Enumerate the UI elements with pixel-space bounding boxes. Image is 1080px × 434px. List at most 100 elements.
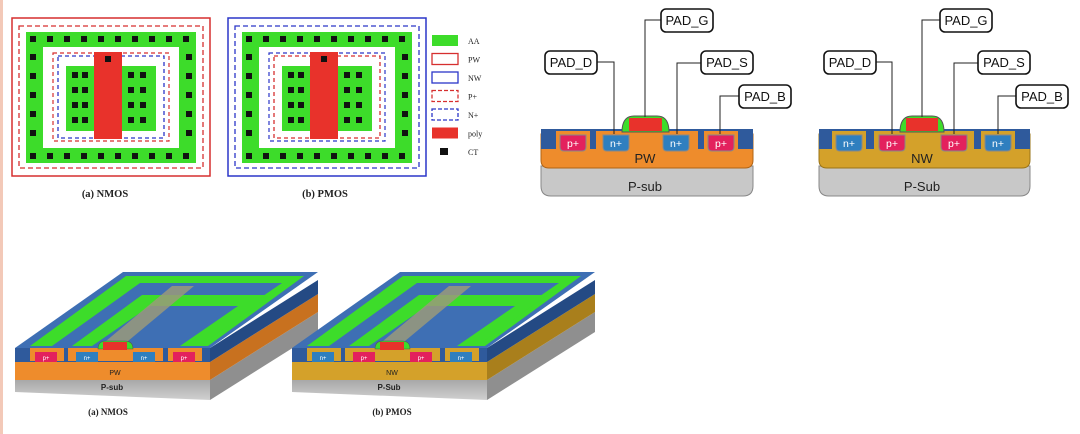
substrate-front-face (15, 380, 210, 400)
gate-wire (644, 19, 661, 117)
contact-square (115, 36, 121, 42)
contact-square (81, 36, 87, 42)
poly-gate (94, 52, 122, 139)
source-wire (953, 62, 978, 134)
region-label: n+ (320, 356, 327, 362)
contact-square (115, 153, 121, 159)
page-edge-strip (0, 0, 3, 434)
contact-square (298, 87, 304, 93)
contact-square (47, 153, 53, 159)
poly-gate (310, 52, 338, 139)
contact-square (30, 36, 36, 42)
contact-square (30, 54, 36, 60)
contact-square (98, 36, 104, 42)
pad-source-label: PAD_S (983, 55, 1025, 70)
well-label: NW (386, 370, 398, 377)
contact-square (186, 92, 192, 98)
contact-square (344, 117, 350, 123)
contact-square (263, 36, 269, 42)
contact-square (348, 36, 354, 42)
region-3 (940, 134, 968, 152)
legend-label: CT (468, 148, 478, 157)
contact-square (186, 73, 192, 79)
legend-swatch-ct (440, 148, 448, 155)
active-ring-top (307, 276, 581, 346)
contact-square (132, 36, 138, 42)
body-wire (997, 95, 1016, 134)
contact-square (82, 72, 88, 78)
pad-body (1015, 84, 1069, 109)
pad-drain (544, 50, 598, 75)
contact-square (30, 92, 36, 98)
contact-square (344, 72, 350, 78)
legend-label: P+ (468, 93, 477, 102)
contact-square (47, 36, 53, 42)
legend-label: AA (468, 37, 480, 46)
contact-square (140, 117, 146, 123)
contact-square (105, 56, 111, 62)
contact-square (246, 153, 252, 159)
contact-square (128, 72, 134, 78)
pad-gate-label: PAD_G (665, 13, 708, 28)
legend-swatch-nplus (431, 108, 459, 121)
region-label: p+ (567, 138, 579, 150)
region-4 (173, 352, 195, 362)
legend-swatch-nw (431, 71, 459, 84)
well-front-face (15, 362, 210, 380)
pad-gate-label: PAD_G (944, 13, 987, 28)
gate-poly (380, 342, 404, 350)
region-1 (559, 134, 587, 152)
nmos-cross-section: p+ n+ n+ p+ PW P-sub PAD_D PAD_G PAD_S P… (540, 8, 792, 197)
contact-square (82, 87, 88, 93)
region-1 (835, 134, 863, 152)
region-4 (984, 134, 1012, 152)
contact-square (298, 102, 304, 108)
contact-square (82, 117, 88, 123)
substrate-label: P-sub (628, 179, 662, 194)
contact-square (98, 153, 104, 159)
contact-square (149, 36, 155, 42)
pmos-iso-caption: (b) PMOS (372, 407, 411, 417)
contact-square (72, 117, 78, 123)
region-2 (76, 352, 98, 362)
nplus-outline (234, 25, 420, 169)
contact-square (183, 153, 189, 159)
active-inner-top (349, 295, 547, 346)
substrate-label: P-Sub (377, 383, 400, 392)
contact-square (288, 102, 294, 108)
contact-square (356, 72, 362, 78)
contact-square (72, 87, 78, 93)
contact-square (356, 102, 362, 108)
contact-square (64, 153, 70, 159)
nmos-layout-view: (a) NMOS (11, 17, 211, 200)
top-face (292, 272, 595, 348)
contact-square (402, 54, 408, 60)
contact-square (72, 72, 78, 78)
contact-square (246, 54, 252, 60)
pw-outline (11, 17, 211, 177)
pad-drain-label: PAD_D (829, 55, 871, 70)
legend-label: NW (468, 74, 482, 83)
region-3 (662, 134, 690, 152)
substrate-side-face (210, 312, 318, 400)
contact-square (128, 117, 134, 123)
region-2 (353, 352, 375, 362)
pmos-cross-section: n+ p+ p+ n+ NW P-Sub PAD_D PAD_G PAD_S P… (818, 8, 1069, 197)
contact-square (140, 102, 146, 108)
region-label: n+ (992, 138, 1004, 150)
region-label: p+ (43, 356, 50, 362)
region-label: n+ (610, 138, 622, 150)
contact-square (365, 36, 371, 42)
contact-square (186, 130, 192, 136)
legend-label: poly (468, 130, 482, 139)
well-side-face (487, 294, 595, 380)
contact-square (321, 56, 327, 62)
legend-swatch-poly (432, 127, 458, 139)
contact-square (30, 153, 36, 159)
legend-label: N+ (468, 111, 479, 120)
region-1 (312, 352, 334, 362)
contact-square (246, 92, 252, 98)
substrate-label: P-Sub (904, 179, 940, 194)
contact-square (128, 102, 134, 108)
